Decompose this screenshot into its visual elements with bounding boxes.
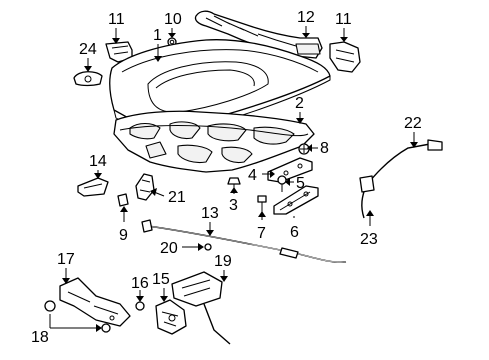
callout-2: 2 <box>295 95 304 112</box>
callout-8: 8 <box>320 140 329 157</box>
callout-1: 1 <box>153 27 162 44</box>
callout-10: 10 <box>164 11 182 28</box>
callout-12: 12 <box>297 9 315 26</box>
callout-19: 19 <box>214 253 232 270</box>
callout-22: 22 <box>404 115 422 132</box>
bolt-7-part <box>257 195 267 212</box>
bolt-16-part <box>135 301 145 311</box>
callout-18: 18 <box>31 329 49 346</box>
callout-15: 15 <box>152 271 170 288</box>
callout-labels: 11 10 1 12 11 24 2 8 4 5 6 3 7 21 14 9 1… <box>31 9 422 346</box>
callout-16: 16 <box>131 275 149 292</box>
callout-13: 13 <box>201 205 219 222</box>
callout-7: 7 <box>257 225 266 242</box>
emblem-retainer-part <box>73 71 103 87</box>
callout-4: 4 <box>248 167 257 184</box>
callout-23: 23 <box>360 231 378 248</box>
hinge-bolt-part <box>298 143 310 155</box>
callout-20: 20 <box>160 240 178 257</box>
release-bracket-part <box>135 173 155 201</box>
fastener-18-part <box>44 300 111 333</box>
hood-inner-panel-part <box>113 110 315 173</box>
callout-3: 3 <box>229 197 238 214</box>
callout-5: 5 <box>296 175 305 192</box>
latch-bracket-part <box>171 271 231 345</box>
hinge-bolt-lower-part <box>277 175 287 192</box>
hinge-lower-part <box>273 185 319 215</box>
latch-support-part <box>59 277 131 327</box>
fastener-3-part <box>227 177 241 190</box>
clip-20-part <box>204 243 212 251</box>
hood-latch-part <box>155 299 187 335</box>
callout-17: 17 <box>57 251 75 268</box>
callout-24: 24 <box>79 41 97 58</box>
callout-6: 6 <box>290 224 299 241</box>
cowl-vent-grille-part <box>194 10 323 59</box>
callout-21: 21 <box>168 189 186 206</box>
hinge-upper-part <box>267 157 313 183</box>
clip-9-part <box>117 193 129 207</box>
bumper-cushion-part <box>77 177 109 197</box>
hood-bumper-right-part <box>329 41 361 73</box>
support-rod-part <box>359 139 443 219</box>
callout-9: 9 <box>119 227 128 244</box>
callout-11-left: 11 <box>108 11 125 28</box>
callout-11-right: 11 <box>335 11 352 28</box>
callout-14: 14 <box>89 153 107 170</box>
leader-lines <box>49 26 418 332</box>
release-cable-part <box>141 219 347 264</box>
